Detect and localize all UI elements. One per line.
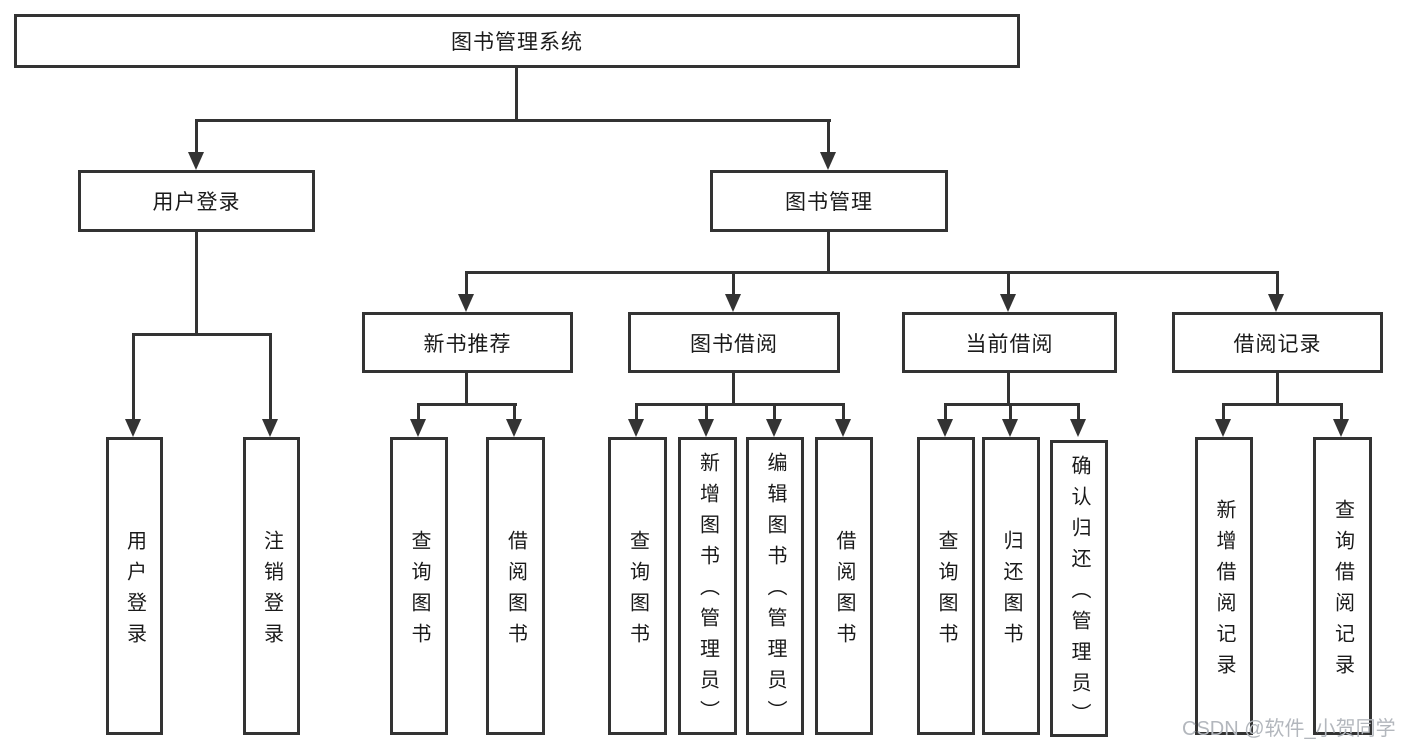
connector-line xyxy=(1007,373,1010,406)
node-current-borrow: 当前借阅 xyxy=(902,312,1117,373)
node-br-query-record-label: 查询借阅记录 xyxy=(1331,498,1354,685)
arrowhead xyxy=(725,294,741,312)
arrowhead xyxy=(1002,419,1018,437)
node-logout-label: 注销登录 xyxy=(260,529,283,654)
node-bb-add-books: 新增图书（管理员） xyxy=(678,437,737,735)
node-new-book-recommend-label: 新书推荐 xyxy=(423,332,512,356)
arrowhead xyxy=(937,419,953,437)
arrowhead xyxy=(262,419,278,437)
arrowhead xyxy=(1215,419,1231,437)
node-new-book-recommend: 新书推荐 xyxy=(362,312,573,373)
connector-line xyxy=(417,403,420,421)
connector-line xyxy=(132,333,272,336)
connector-line xyxy=(827,232,830,274)
connector-line xyxy=(515,68,518,121)
node-bb-borrow-books: 借阅图书 xyxy=(815,437,873,735)
connector-line xyxy=(1077,403,1080,421)
node-borrow-records-label: 借阅记录 xyxy=(1233,332,1322,356)
arrowhead xyxy=(628,419,644,437)
node-cb-confirm-return: 确认归还（管理员） xyxy=(1050,440,1108,737)
node-bb-borrow-books-label: 借阅图书 xyxy=(833,529,855,654)
connector-line xyxy=(1222,403,1343,406)
connector-line xyxy=(842,403,845,421)
arrowhead xyxy=(698,419,714,437)
node-bb-edit-books: 编辑图书（管理员） xyxy=(746,437,804,735)
node-root-label: 图书管理系统 xyxy=(451,31,583,54)
arrowhead xyxy=(458,294,474,312)
connector-line xyxy=(732,271,735,296)
arrowhead xyxy=(1333,419,1349,437)
connector-line xyxy=(195,232,198,335)
node-nbr-query-books: 查询图书 xyxy=(390,437,448,735)
arrowhead xyxy=(410,419,426,437)
connector-line xyxy=(417,403,517,406)
csdn-watermark: CSDN @软件_小贺同学 xyxy=(1182,718,1396,740)
node-cb-query-books-label: 查询图书 xyxy=(935,529,957,654)
node-nbr-query-books-label: 查询图书 xyxy=(408,529,430,654)
node-br-add-record: 新增借阅记录 xyxy=(1195,437,1253,735)
node-book-borrow-label: 图书借阅 xyxy=(690,332,778,356)
node-user-login-label: 用户登录 xyxy=(152,191,241,214)
node-book-management: 图书管理 xyxy=(710,170,948,232)
node-bb-edit-books-label: 编辑图书（管理员） xyxy=(764,452,786,731)
node-br-add-record-label: 新增借阅记录 xyxy=(1213,498,1235,685)
node-cb-query-books: 查询图书 xyxy=(917,437,975,735)
node-nbr-borrow-books-label: 借阅图书 xyxy=(504,529,527,654)
arrowhead xyxy=(125,419,141,437)
node-bb-query-books-label: 查询图书 xyxy=(626,529,649,654)
connector-line xyxy=(269,333,272,421)
arrowhead xyxy=(1070,419,1086,437)
node-nbr-borrow-books: 借阅图书 xyxy=(486,437,545,735)
connector-line xyxy=(132,333,135,421)
node-bb-query-books: 查询图书 xyxy=(608,437,667,735)
connector-line xyxy=(773,403,776,421)
connector-line xyxy=(1276,373,1279,406)
node-cb-confirm-return-label: 确认归还（管理员） xyxy=(1068,454,1090,734)
node-root: 图书管理系统 xyxy=(14,14,1020,68)
connector-line xyxy=(827,119,830,155)
node-cb-return-books-label: 归还图书 xyxy=(1000,529,1022,654)
arrowhead xyxy=(1268,294,1284,312)
node-book-borrow: 图书借阅 xyxy=(628,312,840,373)
arrowhead xyxy=(835,419,851,437)
node-bb-add-books-label: 新增图书（管理员） xyxy=(696,452,719,731)
connector-line xyxy=(705,403,708,421)
node-book-management-label: 图书管理 xyxy=(785,191,873,214)
connector-line xyxy=(1009,403,1012,421)
connector-line xyxy=(1340,403,1343,421)
node-current-borrow-label: 当前借阅 xyxy=(965,332,1054,356)
connector-line xyxy=(195,119,198,155)
node-logout: 注销登录 xyxy=(243,437,300,735)
connector-line xyxy=(1276,271,1279,296)
connector-line xyxy=(944,403,947,421)
connector-line xyxy=(513,403,516,421)
connector-line xyxy=(1222,403,1225,421)
connector-line xyxy=(465,271,1279,274)
connector-line xyxy=(635,403,845,406)
node-user-login: 用户登录 xyxy=(78,170,315,232)
connector-line xyxy=(465,271,468,296)
arrowhead xyxy=(820,152,836,170)
arrowhead xyxy=(188,152,204,170)
node-login-label: 用户登录 xyxy=(123,529,146,654)
connector-line xyxy=(732,373,735,406)
connector-line xyxy=(1007,271,1010,296)
node-cb-return-books: 归还图书 xyxy=(982,437,1040,735)
arrowhead xyxy=(1000,294,1016,312)
node-login: 用户登录 xyxy=(106,437,163,735)
node-borrow-records: 借阅记录 xyxy=(1172,312,1383,373)
arrowhead xyxy=(766,419,782,437)
connector-line xyxy=(196,119,831,122)
arrowhead xyxy=(506,419,522,437)
connector-line xyxy=(635,403,638,421)
node-br-query-record: 查询借阅记录 xyxy=(1313,437,1372,735)
connector-line xyxy=(465,373,468,406)
connector-line xyxy=(944,403,1080,406)
